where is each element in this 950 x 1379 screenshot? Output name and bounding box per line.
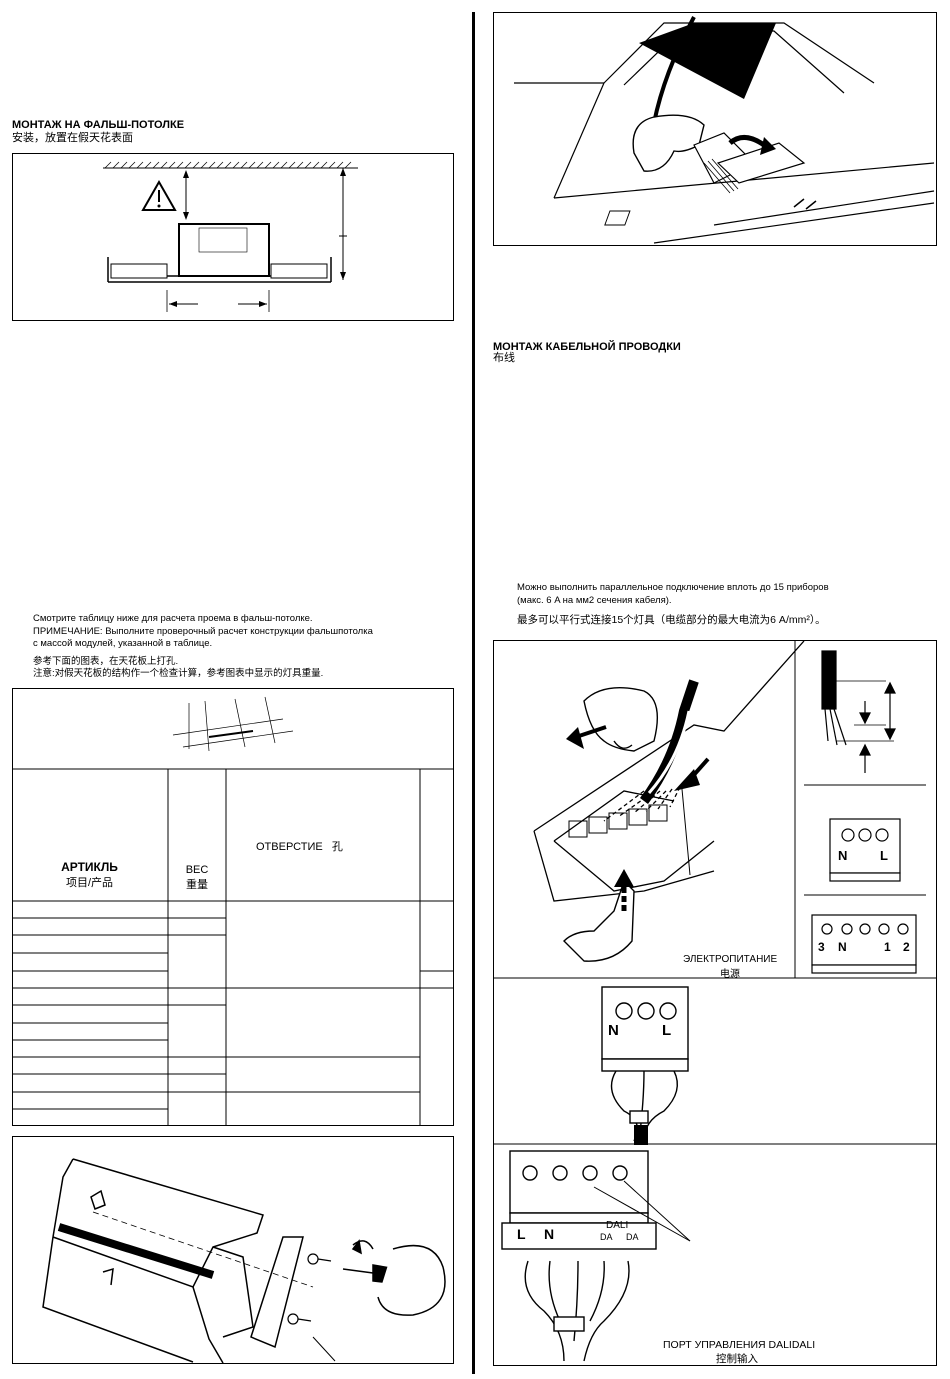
dali-terminal-l: L	[517, 1226, 526, 1242]
note-line-2: ПРИМЕЧАНИЕ: Выполните проверочный расчет…	[33, 626, 373, 637]
wiring-heading-ru: МОНТАЖ КАБЕЛЬНОЙ ПРОВОДКИ	[493, 341, 681, 353]
note-line-4: 参考下面的图表，在天花板上打孔.	[33, 656, 179, 667]
hand-icon	[632, 114, 705, 172]
wiring-heading-zh: 布线	[493, 352, 515, 364]
ceiling-grid-sketch	[172, 696, 294, 752]
terminal-insertion-drawing	[533, 641, 805, 902]
terminal-block-dali-icon	[501, 1150, 657, 1362]
wiring-diagram-block	[493, 640, 937, 1366]
arrow-icon	[728, 135, 766, 148]
col-article-ru: АРТИКЛЬ	[61, 860, 118, 874]
note-line-5: 注意:对假天花板的结构作一个检查计算，参考图表中显示的灯具重量.	[33, 668, 324, 679]
product-table	[12, 688, 454, 1126]
terminal-block-5pole-icon	[811, 914, 917, 974]
terminal-l-label: L	[880, 848, 888, 863]
terminal-1-label: 1	[884, 940, 891, 954]
col-weight-ru: ВЕС	[185, 864, 209, 876]
product-table-grid	[13, 696, 453, 1125]
mount-heading-ru: МОНТАЖ НА ФАЛЬШ-ПОТОЛКЕ	[12, 119, 185, 131]
power-terminal-l: L	[662, 1022, 672, 1039]
dali-port-ru: ПОРТ УПРАВЛЕНИЯ DALIDALI	[663, 1339, 816, 1351]
wiring-frame-lines	[494, 641, 936, 1362]
dali-da-1: DA	[600, 1232, 613, 1242]
terminal-block-power-icon	[601, 986, 689, 1142]
cable-exit-drawing	[514, 16, 935, 244]
note-line-1: Смотрите таблицу ниже для расчета проема…	[33, 613, 313, 624]
terminal-block-3pole-icon	[829, 818, 901, 882]
screwdriver-icon	[342, 1239, 446, 1316]
terminal-n-label: N	[838, 848, 848, 863]
dali-da-2: DA	[626, 1232, 639, 1242]
terminal-n5-label: N	[838, 940, 847, 954]
screw-icon	[287, 1253, 332, 1325]
power-terminal-n: N	[608, 1022, 619, 1039]
terminal-2-label: 2	[903, 940, 910, 954]
column-divider	[472, 12, 475, 1374]
hand-icon	[563, 686, 658, 962]
note-line-3: с массой модулей, указанной в таблице.	[33, 638, 213, 649]
parallel-line-1: Можно выполнить параллельное подключение…	[517, 582, 829, 593]
reflector-assembly-drawing	[42, 1158, 446, 1363]
dali-port-zh: 控制输入	[716, 1353, 758, 1365]
col-article-zh: 项目/产品	[65, 877, 114, 889]
ceiling-mount-diagram	[12, 153, 454, 321]
parallel-zh: 最多可以平行式连接15个灯具（电缆部分的最大电流为6 A/mm²）。	[517, 614, 826, 626]
dali-terminal-n: N	[544, 1226, 555, 1242]
power-label-zh: 电源	[720, 969, 740, 980]
parallel-line-2: (макс. 6 A на мм2 сечения кабеля).	[517, 595, 672, 606]
dali-label: DALI	[606, 1220, 629, 1231]
ceiling-section-drawing	[103, 161, 358, 312]
col-hole: ОТВЕРСТИЕ 孔	[256, 841, 343, 853]
cable-exit-diagram	[493, 12, 937, 246]
mount-heading-zh: 安装，放置在假天花表面	[12, 132, 133, 144]
wire-strip-detail	[821, 650, 896, 773]
col-weight-zh: 重量	[186, 879, 208, 891]
terminal-3-label: 3	[818, 940, 825, 954]
reflector-screw-diagram	[12, 1136, 454, 1364]
power-label-ru: ЭЛЕКТРОПИТАНИЕ	[683, 954, 778, 965]
